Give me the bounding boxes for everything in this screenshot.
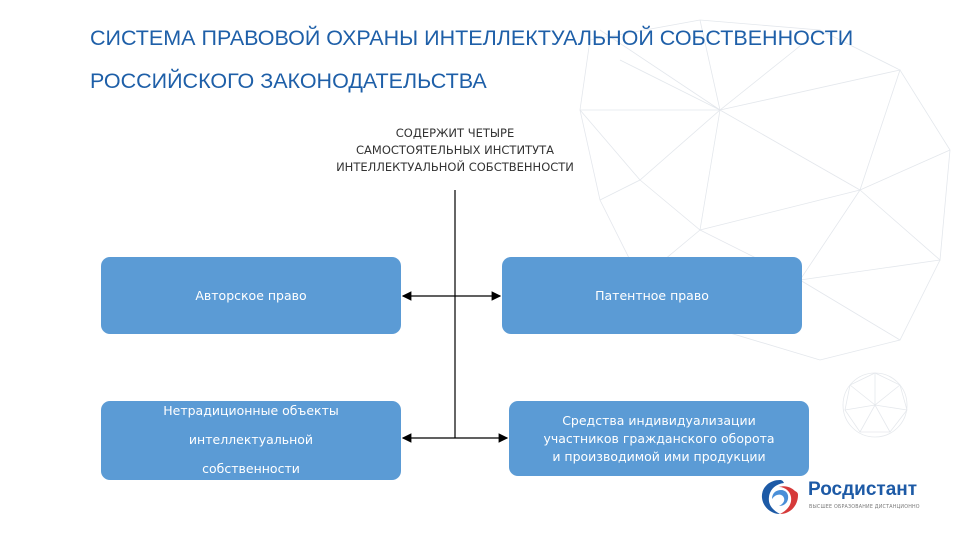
means-line-1: Средства индивидуализации xyxy=(562,412,756,430)
rosdistant-logo: Росдистант ВЫСШЕЕ ОБРАЗОВАНИЕ ДИСТАНЦИОН… xyxy=(758,475,938,519)
means-line-3: и производимой ими продукции xyxy=(552,448,765,466)
root-note-line-1: СОДЕРЖИТ ЧЕТЫРЕ xyxy=(300,125,610,142)
nontraditional-line-1: Нетрадиционные объекты xyxy=(163,403,338,418)
page-title-line-1: СИСТЕМА ПРАВОВОЙ ОХРАНЫ ИНТЕЛЛЕКТУАЛЬНОЙ… xyxy=(90,26,853,51)
diagram-root-note: СОДЕРЖИТ ЧЕТЫРЕ САМОСТОЯТЕЛЬНЫХ ИНСТИТУТ… xyxy=(300,125,610,176)
means-line-2: участников гражданского оборота xyxy=(543,430,774,448)
logo-tagline: ВЫСШЕЕ ОБРАЗОВАНИЕ ДИСТАНЦИОННО xyxy=(809,505,920,510)
root-note-line-2: САМОСТОЯТЕЛЬНЫХ ИНСТИТУТА xyxy=(300,142,610,159)
root-note-line-3: ИНТЕЛЛЕКТУАЛЬНОЙ СОБСТВЕННОСТИ xyxy=(300,159,610,176)
copyright-box: Авторское право xyxy=(101,257,401,334)
rosdistant-swirl-icon xyxy=(758,477,802,517)
copyright-label: Авторское право xyxy=(195,288,306,303)
logo-name: Росдистант xyxy=(808,479,917,501)
nontraditional-objects-box: Нетрадиционные объекты интеллектуальной … xyxy=(101,401,401,480)
patent-box: Патентное право xyxy=(502,257,802,334)
nontraditional-line-2: интеллектуальной xyxy=(189,432,313,447)
nontraditional-line-3: собственности xyxy=(202,461,300,476)
page-title-line-2: РОССИЙСКОГО ЗАКОНОДАТЕЛЬСТВА xyxy=(90,69,487,94)
individualization-means-box: Средства индивидуализации участников гра… xyxy=(509,401,809,476)
patent-label: Патентное право xyxy=(595,288,709,303)
